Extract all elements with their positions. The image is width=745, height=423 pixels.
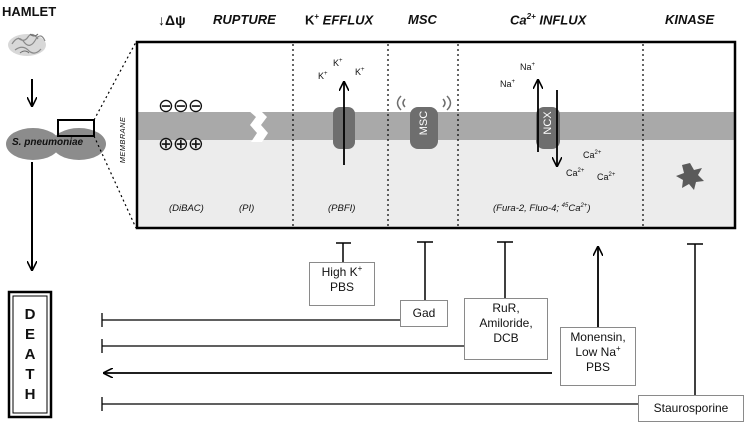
hamlet-label: HAMLET [2, 4, 57, 19]
death-letter: H [24, 386, 36, 403]
header-ca-influx: Ca2+ INFLUX [510, 12, 587, 28]
high-k-pbs-box: High K+ PBS [309, 262, 375, 306]
k-ion-label: K+ [355, 67, 365, 77]
probe-ca-indicators: (Fura-2, Fluo-4; 45Ca2+) [493, 203, 591, 215]
probe-pi: (PI) [239, 203, 255, 214]
death-box-outer [7, 290, 53, 419]
cytoplasm-region [137, 140, 735, 228]
zoom-line-top [93, 41, 137, 121]
positive-charges: ⊕⊕⊕ [158, 134, 204, 155]
negative-charges: ⊖⊖⊖ [158, 96, 204, 117]
header-msc: MSC [408, 12, 437, 27]
hamlet-protein-icon [8, 33, 46, 56]
staurosporine-box: Staurosporine [638, 395, 744, 422]
na-ion-label: Na+ [500, 79, 516, 89]
membrane-label: MEMBRANE [118, 116, 127, 164]
death-letter: T [25, 366, 35, 383]
msc-channel-shape [410, 107, 438, 149]
header-kinase: KINASE [665, 12, 715, 27]
monensin-box: Monensin, Low Na+ PBS [560, 327, 636, 386]
bacterium-label: S. pneumoniae [12, 137, 84, 148]
ncx-channel-shape [536, 107, 560, 149]
msc-tension-icon [396, 95, 452, 111]
death-letter: E [24, 326, 35, 343]
probe-dibac: (DiBAC) [169, 203, 204, 214]
death-pathway-lines [101, 313, 638, 411]
na-ion-label: Na+ [520, 62, 536, 72]
header-k-efflux: K+ EFFLUX [305, 12, 374, 28]
death-letter: A [24, 346, 36, 363]
kinase-icon [676, 163, 704, 190]
inhibitor-connectors [336, 241, 703, 395]
gad-box: Gad [400, 300, 448, 327]
zoom-selection-box [57, 119, 95, 137]
ncx-channel-label: NCX [542, 111, 554, 135]
probe-pbfi: (PBFI) [328, 203, 356, 214]
membrane-rupture-gap [248, 110, 268, 142]
k-ion-label: K+ [333, 58, 343, 68]
ca-ion-label: Ca2+ [583, 150, 602, 160]
rur-amiloride-dcb-box: RuR, Amiloride, DCB [464, 298, 548, 360]
zoom-line-bottom [93, 135, 137, 229]
header-rupture: RUPTURE [213, 12, 276, 27]
ca-ion-label: Ca2+ [566, 168, 585, 178]
death-letter: D [24, 306, 36, 323]
column-dividers [292, 44, 644, 226]
k-ion-label: K+ [318, 71, 328, 81]
header-depolarization: ↓Δψ [158, 12, 186, 28]
msc-channel-label: MSC [418, 110, 430, 136]
death-box-inner [12, 295, 48, 414]
death-label: D E A T H [13, 305, 47, 405]
ca-ion-label: Ca2+ [597, 172, 616, 182]
